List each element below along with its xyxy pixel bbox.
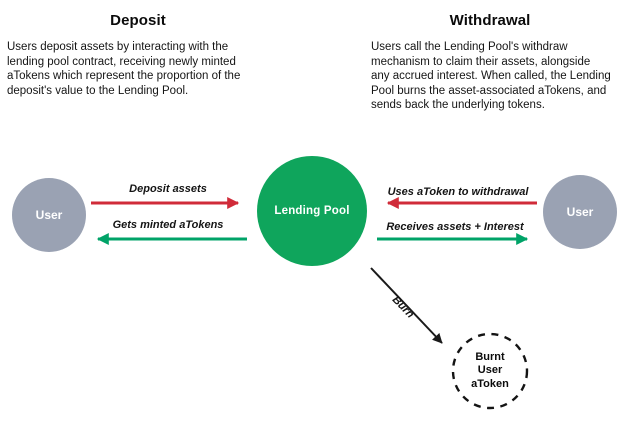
burnt-node-line-3: aToken <box>471 377 509 390</box>
deposit-section-title: Deposit <box>110 12 166 29</box>
withdrawal-section-title: Withdrawal <box>449 12 531 29</box>
withdrawal-section-description: Users call the Lending Pool's withdraw m… <box>371 41 611 111</box>
burnt-user-atoken-node: Burnt User aToken <box>452 333 528 409</box>
lending-pool-node-label: Lending Pool <box>274 205 350 217</box>
user-node-left: User <box>12 178 86 252</box>
deposit-section-description: Users deposit assets by interacting with… <box>7 41 241 97</box>
user-node-right: User <box>543 175 617 249</box>
user-node-left-label: User <box>35 208 63 222</box>
gets-minted-atokens-label: Gets minted aTokens <box>112 219 224 231</box>
uses-atoken-to-withdrawal-label: Uses aToken to withdrawal <box>387 186 529 198</box>
deposit-assets-label: Deposit assets <box>129 183 207 195</box>
burnt-node-line-1: Burnt <box>475 350 505 363</box>
lending-pool-node: Lending Pool <box>257 156 367 266</box>
burn-label: Burn <box>389 293 417 321</box>
user-node-right-label: User <box>566 205 594 219</box>
receives-assets-interest-label: Receives assets + Interest <box>386 221 524 233</box>
burnt-node-line-2: User <box>477 364 503 377</box>
